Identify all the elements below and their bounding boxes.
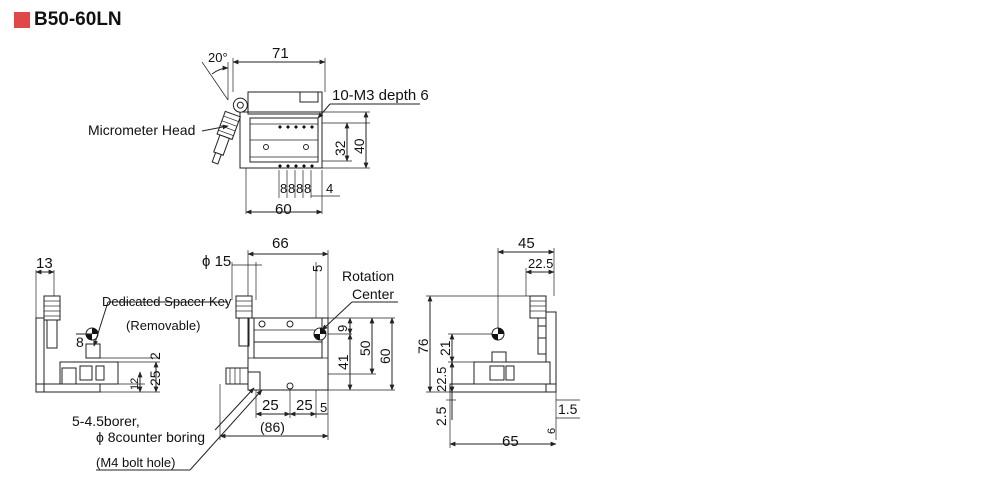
dim-4: 4 (326, 181, 333, 196)
dim-8: 8 (76, 334, 84, 350)
dim-13: 13 (36, 255, 53, 272)
pitch-4: 8 (304, 181, 311, 196)
dim-9: 9 (335, 325, 350, 332)
dim-66: 66 (272, 235, 289, 252)
front-view (96, 250, 398, 471)
dim-2-5: 2.5 (433, 406, 449, 426)
dim-22-5-top: 22.5 (528, 256, 553, 271)
dim-phi-15: ϕ 15 (202, 253, 231, 270)
dim-41: 41 (335, 354, 351, 370)
title-marker (14, 12, 30, 28)
dim-25-b: 25 (296, 397, 313, 414)
dimension-labels: 20° 71 10-M3 depth 6 Micrometer Head 32 … (36, 45, 578, 470)
dim-1-5: 1.5 (558, 401, 578, 417)
dim-25-left: 25 (147, 370, 163, 386)
dim-40: 40 (351, 138, 367, 154)
dim-top-width: 71 (272, 45, 289, 62)
dim-65: 65 (502, 433, 519, 450)
dim-76: 76 (415, 338, 431, 354)
dim-60: 60 (377, 348, 393, 364)
dim-12: 12 (129, 378, 141, 390)
bore-label-1: 5-4.5borer, (72, 413, 140, 429)
dim-2: 2 (147, 352, 163, 360)
dim-21: 21 (437, 340, 453, 356)
product-header: B50-60LN (14, 8, 122, 32)
dim-5-bottom: 5 (320, 400, 327, 415)
right-view (426, 248, 580, 448)
micrometer-head-label: Micrometer Head (88, 122, 195, 138)
dim-angle: 20° (208, 50, 228, 65)
tapped-holes-top (278, 125, 314, 168)
tapped-holes-label: 10-M3 depth 6 (332, 87, 429, 104)
top-view (201, 58, 420, 215)
center-label: Center (352, 286, 394, 302)
dim-25-a: 25 (262, 397, 279, 414)
dim-5-top: 5 (310, 265, 325, 272)
bore-label-2: ϕ 8counter boring (96, 429, 205, 445)
dim-86: (86) (260, 419, 285, 435)
product-title: B50-60LN (34, 9, 122, 30)
rotation-label: Rotation (342, 268, 394, 284)
dim-50: 50 (357, 340, 373, 356)
pitch-1: 8 (280, 181, 287, 196)
dim-45: 45 (518, 235, 535, 252)
left-view (35, 269, 228, 393)
dim-6: 6 (546, 428, 558, 434)
dim-22-5-left: 22.5 (434, 367, 449, 392)
dim-bottom-width: 60 (275, 201, 292, 218)
pitch-3: 8 (296, 181, 303, 196)
removable-label: (Removable) (126, 318, 200, 333)
spacer-key-label: Dedicated Spacer Key (102, 294, 232, 309)
bore-label-3: (M4 bolt hole) (96, 455, 175, 470)
pitch-2: 8 (288, 181, 295, 196)
micrometer-head-top (211, 97, 248, 165)
dim-32: 32 (332, 140, 348, 156)
